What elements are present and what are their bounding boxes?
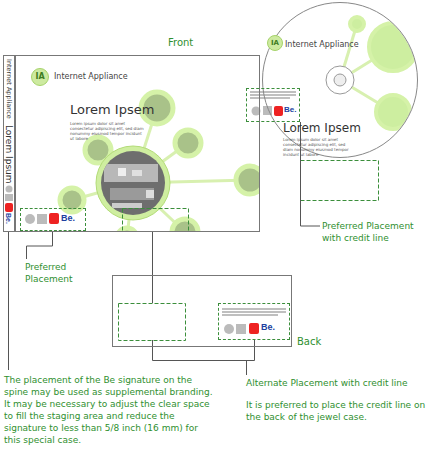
view-heading: Back — [297, 336, 321, 348]
logo-circle: IA — [31, 68, 49, 86]
logo-marks — [5, 106, 283, 334]
body-text: Lorem ipsum dolor sit amet consectetur a… — [283, 137, 355, 157]
brand-signature: Be. — [261, 322, 275, 333]
title-text: Lorem Ipsem — [283, 121, 361, 135]
placement-box: Be. — [246, 88, 300, 122]
logo-text: IA — [267, 39, 283, 47]
spine: Internet ApplianceLorem IpsumBe. — [3, 55, 15, 232]
cover-art — [60, 92, 259, 231]
logo-circle-shape — [268, 36, 283, 51]
brand-signature: Be. — [61, 213, 75, 224]
body-text: Lorem ipsum dolor sit amet consectetur a… — [70, 121, 146, 141]
callout-note: Alternate Placement with credit line — [246, 377, 432, 389]
placement-box: Be. — [20, 208, 86, 231]
leader-line — [9, 122, 321, 375]
brand-signature: Be. — [284, 105, 296, 115]
brand-signature: Be. — [4, 213, 12, 224]
title-text: Lorem Ipsem — [70, 102, 154, 118]
callout-note: Preferred Placement — [25, 261, 95, 285]
disc-shape — [263, 3, 418, 158]
back-cover: BackBe. — [112, 275, 292, 347]
logo-text: IA — [31, 72, 49, 82]
product-name: Internet Appliance — [4, 59, 12, 119]
title-text: Lorem Ipsum — [3, 125, 14, 184]
empty-placement — [119, 161, 379, 341]
logo-circle: IA — [267, 35, 283, 51]
view-heading: Front — [168, 37, 193, 49]
product-name: Internet Appliance — [285, 40, 359, 50]
disc-hole — [326, 66, 354, 94]
callout-note: It is preferred to place the credit line… — [246, 399, 432, 423]
product-name: Internet Appliance — [54, 72, 128, 82]
front-cover: FrontInternet ApplianceLorem IpsemLorem … — [15, 55, 260, 232]
logo-circle-shape — [32, 69, 49, 86]
placement-box: Be. — [218, 303, 290, 340]
disc: Internet ApplianceLorem IpsemLorem ipsum… — [262, 2, 418, 158]
callout-note: The placement of the Be signature on the… — [4, 374, 216, 446]
callout-note: Preferred Placement with credit line — [322, 220, 432, 244]
